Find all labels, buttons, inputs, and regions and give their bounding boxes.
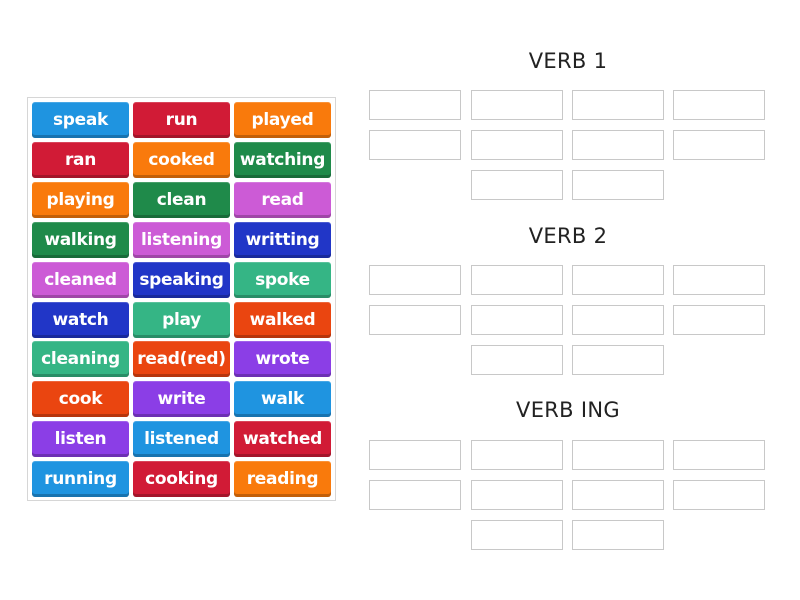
drop-slot-verb-1[interactable] <box>471 170 563 200</box>
word-tile[interactable]: cooking <box>133 461 230 498</box>
word-tile[interactable]: playing <box>32 181 129 218</box>
word-tile[interactable]: played <box>234 102 331 138</box>
drop-slot-verb-2[interactable] <box>471 265 563 295</box>
group-heading-verb-1: VERB 1 <box>528 49 608 73</box>
drop-slot-verb-1[interactable] <box>369 90 461 120</box>
drop-slot-verb-1[interactable] <box>572 90 664 120</box>
drop-slot-verb-ing[interactable] <box>369 480 461 510</box>
word-tile[interactable]: wrote <box>234 341 331 378</box>
drop-slot-verb-2[interactable] <box>673 305 765 335</box>
word-tile[interactable]: speak <box>32 102 129 138</box>
word-tile[interactable]: watched <box>234 421 331 458</box>
drop-slot-verb-1[interactable] <box>673 90 765 120</box>
word-tile[interactable]: listened <box>133 421 230 458</box>
drop-slot-verb-1[interactable] <box>572 170 664 200</box>
word-tile[interactable]: cleaned <box>32 261 129 298</box>
word-tile[interactable]: read <box>234 181 331 218</box>
word-tile[interactable]: ran <box>32 141 129 178</box>
drop-slot-verb-1[interactable] <box>471 90 563 120</box>
group-heading-verb-ing: VERB ING <box>516 398 620 422</box>
drop-slot-verb-ing[interactable] <box>673 440 765 470</box>
word-tile[interactable]: listening <box>133 221 230 258</box>
word-tile[interactable]: clean <box>133 181 230 218</box>
drop-slot-verb-2[interactable] <box>369 305 461 335</box>
word-tile[interactable]: cooked <box>133 141 230 178</box>
drop-slot-verb-ing[interactable] <box>673 480 765 510</box>
word-tile[interactable]: watch <box>32 301 129 338</box>
word-tile[interactable]: spoke <box>234 261 331 298</box>
word-tile[interactable]: walking <box>32 221 129 258</box>
drop-slot-verb-2[interactable] <box>471 345 563 375</box>
drop-slot-verb-ing[interactable] <box>572 520 664 550</box>
drop-slot-verb-ing[interactable] <box>471 440 563 470</box>
drop-slot-verb-ing[interactable] <box>471 480 563 510</box>
drop-slot-verb-2[interactable] <box>572 345 664 375</box>
drop-slot-verb-1[interactable] <box>471 130 563 160</box>
word-tile[interactable]: reading <box>234 461 331 498</box>
group-heading-verb-2: VERB 2 <box>528 224 608 248</box>
word-tile[interactable]: play <box>133 301 230 338</box>
word-tile[interactable]: listen <box>32 421 129 458</box>
drop-slot-verb-ing[interactable] <box>572 480 664 510</box>
word-tile[interactable]: run <box>133 102 230 138</box>
drop-slot-verb-2[interactable] <box>673 265 765 295</box>
word-tile[interactable]: walked <box>234 301 331 338</box>
drop-slot-verb-2[interactable] <box>572 305 664 335</box>
drop-slot-verb-1[interactable] <box>673 130 765 160</box>
drop-slot-verb-1[interactable] <box>572 130 664 160</box>
drop-slot-verb-ing[interactable] <box>369 440 461 470</box>
drop-slot-verb-ing[interactable] <box>471 520 563 550</box>
word-tile[interactable]: cleaning <box>32 341 129 378</box>
word-tile[interactable]: cook <box>32 381 129 418</box>
word-tile[interactable]: running <box>32 461 129 498</box>
word-tile[interactable]: read(red) <box>133 341 230 378</box>
word-tile[interactable]: speaking <box>133 261 230 298</box>
drop-slot-verb-2[interactable] <box>471 305 563 335</box>
word-tile[interactable]: watching <box>234 141 331 178</box>
drop-slot-verb-1[interactable] <box>369 130 461 160</box>
word-tile[interactable]: walk <box>234 381 331 418</box>
word-tile[interactable]: write <box>133 381 230 418</box>
drop-slot-verb-ing[interactable] <box>572 440 664 470</box>
drop-slot-verb-2[interactable] <box>369 265 461 295</box>
word-tile[interactable]: writting <box>234 221 331 258</box>
drop-slot-verb-2[interactable] <box>572 265 664 295</box>
